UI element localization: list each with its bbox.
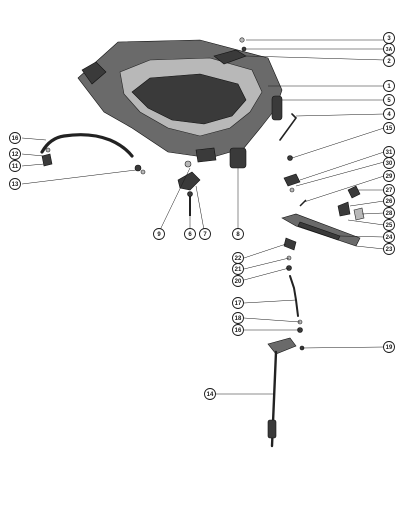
svg-text:1: 1 [387, 84, 391, 90]
svg-text:3A: 3A [386, 47, 393, 53]
svg-text:26: 26 [386, 199, 393, 205]
svg-text:22: 22 [235, 256, 242, 262]
svg-text:20: 20 [235, 279, 242, 285]
callout-23: 23 [383, 243, 395, 255]
svg-text:4: 4 [387, 112, 391, 118]
fitting-part-13 [134, 164, 146, 175]
shift-lever-part-19 [267, 337, 305, 355]
callout-18: 18 [232, 312, 244, 324]
callout-30: 30 [383, 157, 395, 169]
callout-27: 27 [383, 184, 395, 196]
svg-text:24: 24 [386, 235, 393, 241]
shift-parts-20-22 [283, 237, 297, 271]
svg-text:19: 19 [386, 345, 393, 351]
shift-shaft-part-14 [267, 350, 278, 448]
callout-16-lower: 16 [232, 324, 244, 336]
callout-25: 25 [383, 219, 395, 231]
callout-1: 1 [383, 80, 395, 92]
svg-text:8: 8 [236, 232, 240, 238]
callout-15: 15 [383, 122, 395, 134]
rod-part-4 [279, 113, 298, 141]
svg-text:13: 13 [12, 182, 19, 188]
svg-text:11: 11 [12, 164, 19, 170]
callout-11: 11 [9, 160, 21, 172]
callout-22: 22 [232, 252, 244, 264]
svg-text:21: 21 [235, 267, 242, 273]
bracket-part-7 [177, 171, 201, 191]
shift-rod-part-17 [289, 275, 299, 317]
washer-part-3 [239, 37, 247, 52]
callout-4: 4 [383, 108, 395, 120]
svg-text:16: 16 [12, 136, 19, 142]
callout-24: 24 [383, 231, 395, 243]
svg-text:2: 2 [387, 59, 391, 65]
svg-text:3: 3 [387, 36, 391, 42]
svg-text:29: 29 [386, 174, 393, 180]
svg-text:12: 12 [12, 152, 19, 158]
callout-31: 31 [383, 146, 395, 158]
seal-part-5 [271, 95, 283, 121]
nut-part-9 [184, 160, 192, 168]
hose-part-10 [40, 133, 134, 158]
callout-2: 2 [383, 55, 395, 67]
callout-13: 13 [9, 178, 21, 190]
svg-text:23: 23 [386, 247, 393, 253]
callout-21: 21 [232, 263, 244, 275]
callout-14: 14 [204, 388, 216, 400]
callout-5: 5 [383, 94, 395, 106]
svg-text:6: 6 [188, 232, 192, 238]
svg-text:17: 17 [235, 301, 242, 307]
leader-lines [21, 39, 385, 395]
svg-text:7: 7 [203, 232, 207, 238]
callout-3: 3 [383, 32, 395, 44]
svg-text:30: 30 [386, 161, 393, 167]
callout-9: 9 [153, 228, 165, 240]
svg-text:31: 31 [386, 150, 393, 156]
grommet-part-8 [229, 147, 247, 169]
callout-29: 29 [383, 170, 395, 182]
callout-20: 20 [232, 275, 244, 287]
callout-26: 26 [383, 195, 395, 207]
bottom-cowl-pan [77, 39, 283, 163]
callout-16-upper: 16 [9, 132, 21, 144]
svg-text:15: 15 [386, 126, 393, 132]
callout-28: 28 [383, 207, 395, 219]
callout-6: 6 [184, 228, 196, 240]
svg-text:5: 5 [387, 98, 391, 104]
callout-8: 8 [232, 228, 244, 240]
svg-text:28: 28 [386, 211, 393, 217]
svg-text:9: 9 [157, 232, 161, 238]
svg-text:27: 27 [386, 188, 393, 194]
small-parts-26-31 [283, 155, 365, 221]
clip-parts-11-12 [41, 147, 53, 167]
svg-text:16: 16 [235, 328, 242, 334]
callout-3a: 3A [383, 43, 395, 55]
callout-12: 12 [9, 148, 21, 160]
svg-text:25: 25 [386, 223, 393, 229]
svg-text:18: 18 [235, 316, 242, 322]
callout-7: 7 [199, 228, 211, 240]
callout-19: 19 [383, 341, 395, 353]
callout-17: 17 [232, 297, 244, 309]
svg-text:14: 14 [207, 392, 214, 398]
bolt-part-6 [187, 191, 193, 216]
